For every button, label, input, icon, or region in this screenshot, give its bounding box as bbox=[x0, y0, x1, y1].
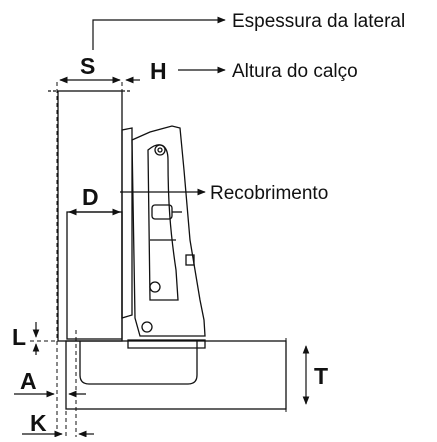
mounting-plate bbox=[121, 127, 133, 319]
plate-screw bbox=[141, 321, 153, 333]
hinge-arm-inner bbox=[147, 144, 179, 301]
cup-recess bbox=[66, 211, 123, 340]
callout-overlay: Recobrimento bbox=[210, 183, 328, 204]
hinge-arm bbox=[131, 125, 206, 337]
dim-label-t: T bbox=[314, 363, 328, 389]
cup-flange bbox=[127, 339, 206, 349]
arm-pivot-bottom bbox=[149, 281, 161, 293]
dim-label-s: S bbox=[80, 53, 95, 79]
dim-label-l: L bbox=[12, 324, 26, 350]
arm-tab bbox=[185, 254, 195, 266]
callout-side-thickness: Espessura da lateral bbox=[232, 11, 405, 32]
arm-pivot-top-center bbox=[157, 147, 163, 153]
dim-label-d: D bbox=[82, 184, 99, 210]
door-panel bbox=[65, 340, 287, 410]
callout-side-thickness-line bbox=[92, 16, 226, 50]
arm-pivot-top bbox=[154, 144, 166, 156]
callout-plate-height: Altura do calço bbox=[232, 61, 358, 82]
dim-label-h: H bbox=[150, 58, 167, 84]
dim-label-k: K bbox=[30, 410, 47, 436]
dim-label-a: A bbox=[20, 368, 37, 394]
hinge-cup bbox=[79, 341, 198, 385]
